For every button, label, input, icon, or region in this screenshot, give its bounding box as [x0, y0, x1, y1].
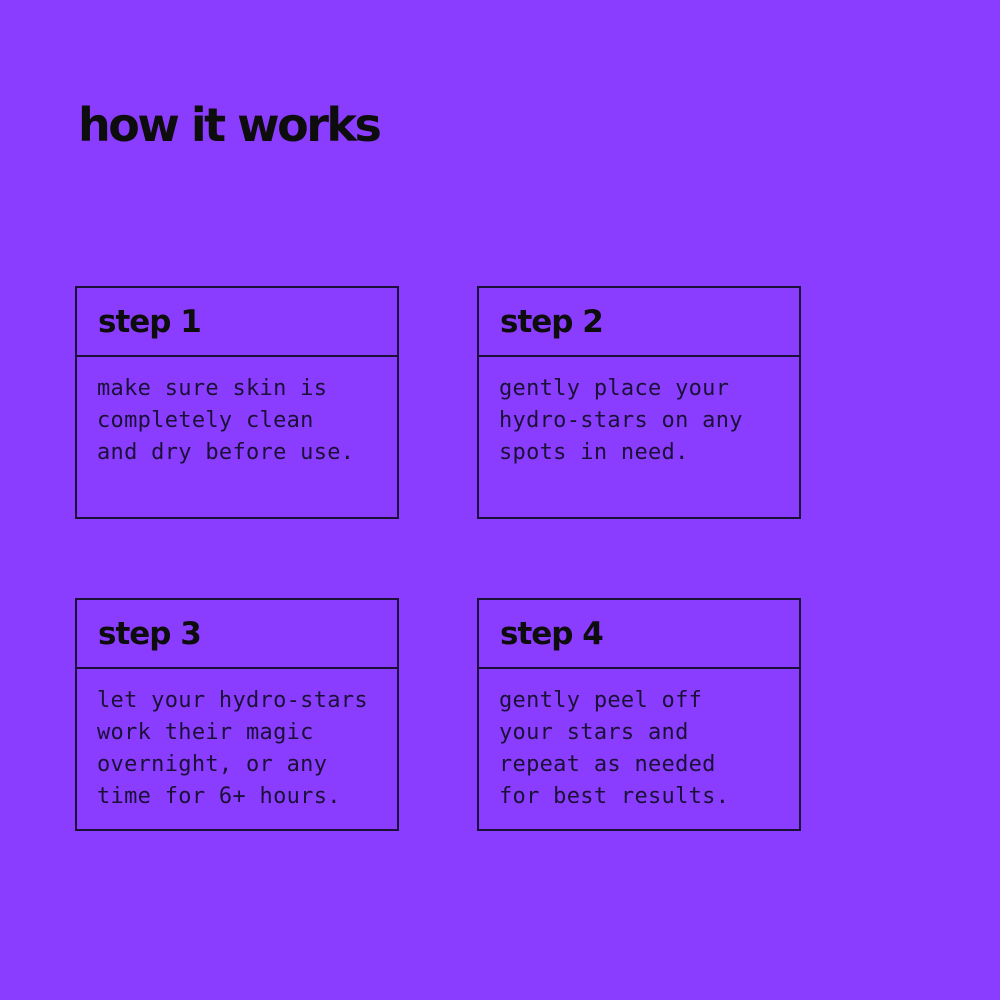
- step-card-1-body: make sure skin is completely clean and d…: [77, 357, 397, 517]
- step-card-3: step 3 let your hydro-stars work their m…: [75, 598, 399, 831]
- step-card-4: step 4 gently peel off your stars and re…: [477, 598, 801, 831]
- step-1-label: step 1: [98, 303, 202, 340]
- page-title: how it works: [78, 98, 382, 152]
- step-card-3-header: step 3: [77, 600, 397, 669]
- step-4-description: gently peel off your stars and repeat as…: [499, 688, 730, 809]
- step-4-label: step 4: [500, 615, 604, 652]
- step-2-description: gently place your hydro-stars on any spo…: [499, 376, 743, 465]
- step-card-4-header: step 4: [479, 600, 799, 669]
- step-card-2-header: step 2: [479, 288, 799, 357]
- step-3-label: step 3: [98, 615, 202, 652]
- step-card-3-body: let your hydro-stars work their magic ov…: [77, 669, 397, 829]
- step-card-1-header: step 1: [77, 288, 397, 357]
- step-2-label: step 2: [500, 303, 604, 340]
- step-card-4-body: gently peel off your stars and repeat as…: [479, 669, 799, 829]
- step-card-2: step 2 gently place your hydro-stars on …: [477, 286, 801, 519]
- step-card-2-body: gently place your hydro-stars on any spo…: [479, 357, 799, 517]
- step-card-1: step 1 make sure skin is completely clea…: [75, 286, 399, 519]
- step-3-description: let your hydro-stars work their magic ov…: [97, 688, 368, 809]
- step-1-description: make sure skin is completely clean and d…: [97, 376, 355, 465]
